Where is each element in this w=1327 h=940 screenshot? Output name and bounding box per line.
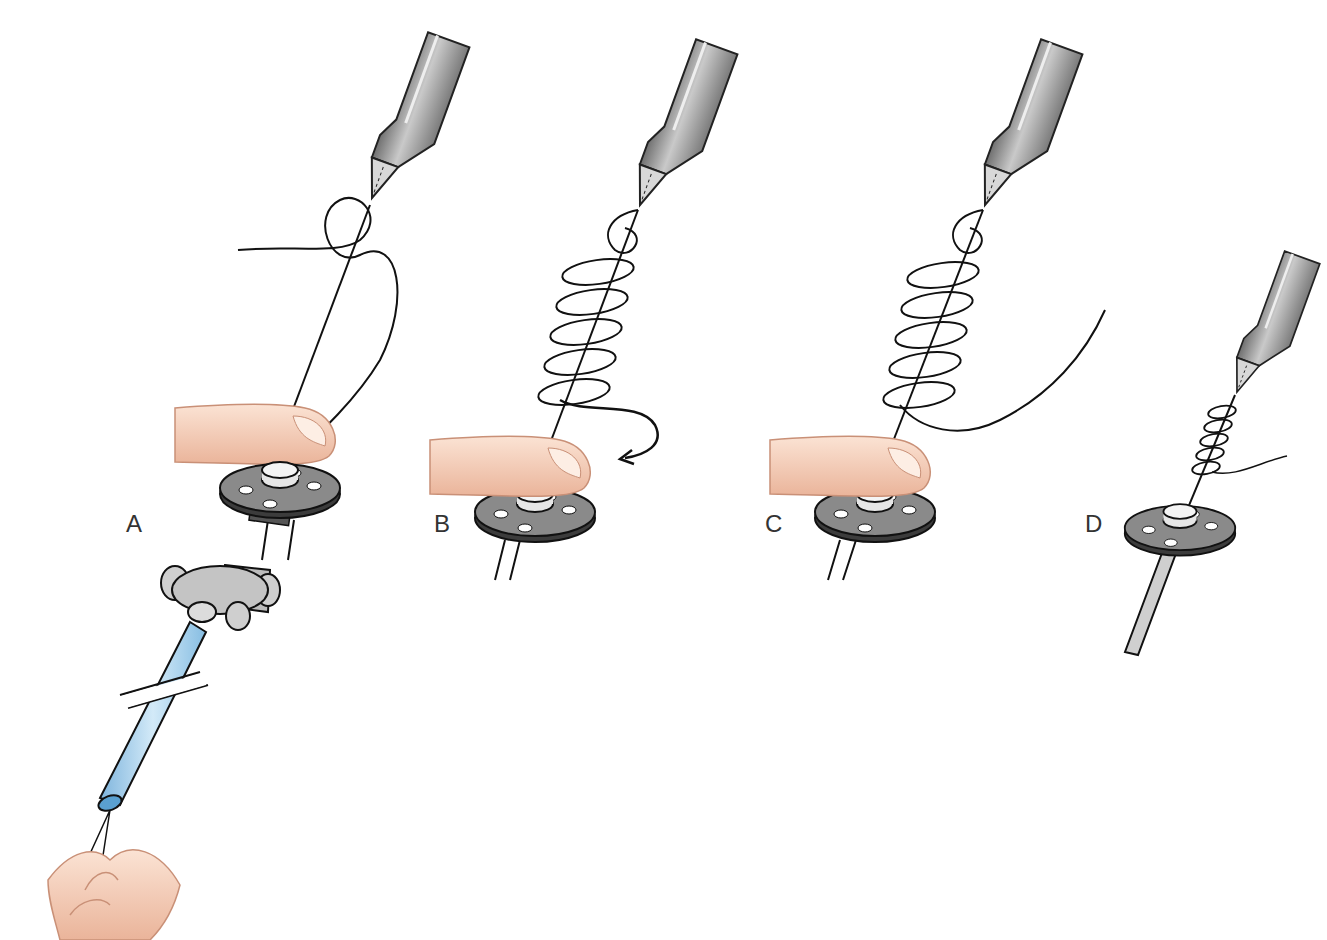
panel-d xyxy=(1125,248,1320,655)
panel-letter: D xyxy=(1085,512,1102,536)
panel-a xyxy=(48,29,469,940)
panel-b xyxy=(430,36,737,580)
panel-letter: C xyxy=(765,512,782,536)
panel-letter: A xyxy=(126,512,142,536)
panel-letter: B xyxy=(434,512,450,536)
panel-c xyxy=(770,36,1105,580)
